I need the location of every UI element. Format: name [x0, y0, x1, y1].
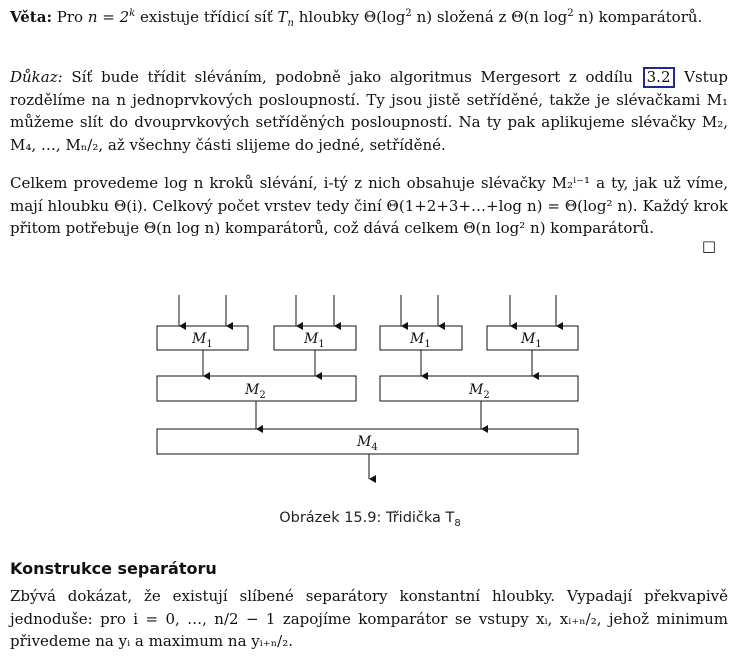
- merger-m2-box-2: [379, 375, 579, 402]
- proof-text-2: Celkem provedeme log n kroků slévání, i-…: [10, 174, 728, 238]
- theorem-text-d: n) složená z Θ(n log: [416, 8, 568, 26]
- theorem-text-c: hloubky Θ(log: [298, 8, 406, 26]
- m1-label-2: M1: [303, 331, 325, 350]
- proof-paragraph-2: Celkem provedeme log n kroků slévání, i-…: [10, 172, 728, 262]
- m1-label-1: M1: [191, 331, 213, 350]
- theorem-label: Věta:: [10, 8, 52, 26]
- proof-text-b: Vstup rozdělíme na n jednoprvkových posl…: [10, 68, 728, 154]
- caption-text: Obrázek 15.9: Třidička T: [279, 510, 455, 526]
- theorem-text-e: n) komparátorů.: [578, 8, 703, 26]
- input-arrows: [178, 295, 563, 330]
- theorem-text-b: existuje třídicí síť: [140, 8, 273, 26]
- m4-label: M4: [356, 434, 378, 453]
- theorem-math-n: n = 2: [87, 8, 130, 26]
- caption-sub: 8: [454, 517, 461, 529]
- proof-paragraph-1: Důkaz: Síť bude třídit sléváním, podobně…: [10, 66, 728, 156]
- section-reference-link[interactable]: 3.2: [642, 67, 675, 88]
- merger-m4-box: [156, 428, 579, 455]
- qed-symbol: □: [701, 237, 716, 256]
- section-text: Zbývá dokázat, že existují slíbené separ…: [10, 587, 728, 651]
- proof-label: Důkaz:: [10, 68, 63, 86]
- section-paragraph: Zbývá dokázat, že existují slíbené separ…: [10, 585, 728, 653]
- figure-caption: Obrázek 15.9: Třidička T8: [0, 510, 740, 529]
- section-heading: Konstrukce separátoru: [10, 559, 217, 578]
- sorting-network-diagram: M1 M1 M1 M1 M2 M2 M4: [156, 295, 579, 483]
- theorem-network-symbol: Tn: [277, 8, 294, 29]
- theorem-math-k: k: [129, 8, 136, 19]
- m1-label-3: M1: [409, 331, 431, 350]
- m1-label-4: M1: [520, 331, 542, 350]
- m2-label-1: M2: [244, 382, 266, 401]
- level-2-arrows: [255, 401, 488, 433]
- m2-label-2: M2: [468, 382, 490, 401]
- theorem-paragraph: Věta: Pro n = 2k existuje třídicí síť Tn…: [10, 8, 703, 29]
- level-1-arrows: [202, 350, 539, 380]
- proof-text-a: Síť bude třídit sléváním, podobně jako a…: [71, 68, 633, 86]
- theorem-text-a: Pro: [56, 8, 84, 26]
